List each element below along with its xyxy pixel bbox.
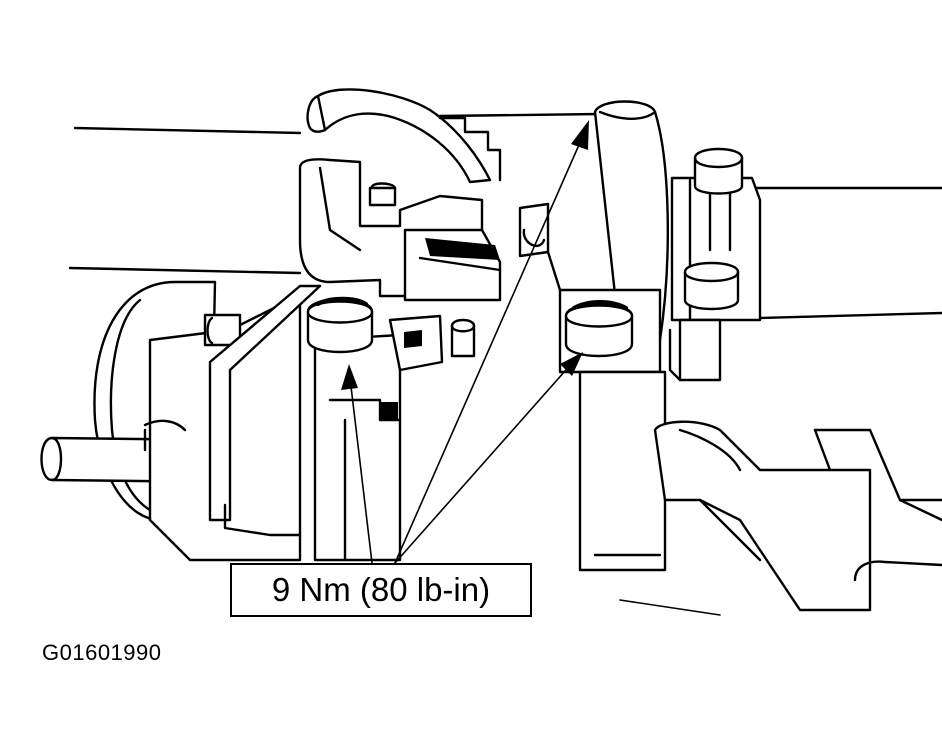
lower-casting (653, 420, 942, 612)
left-bolt (306, 296, 374, 354)
torque-leader-lines (341, 120, 589, 564)
left-housing (143, 284, 322, 562)
torque-callout-box: 9 Nm (80 lb-in) (230, 563, 532, 617)
torque-spec-label: 9 Nm (80 lb-in) (271, 571, 491, 608)
top-cover (306, 88, 502, 184)
sensor-fitting (668, 147, 762, 382)
right-bolt (564, 300, 634, 358)
central-bracket (298, 158, 550, 302)
background-edges (68, 112, 942, 616)
figure-id-code: G01601990 (42, 640, 162, 665)
center-stud (388, 314, 476, 372)
